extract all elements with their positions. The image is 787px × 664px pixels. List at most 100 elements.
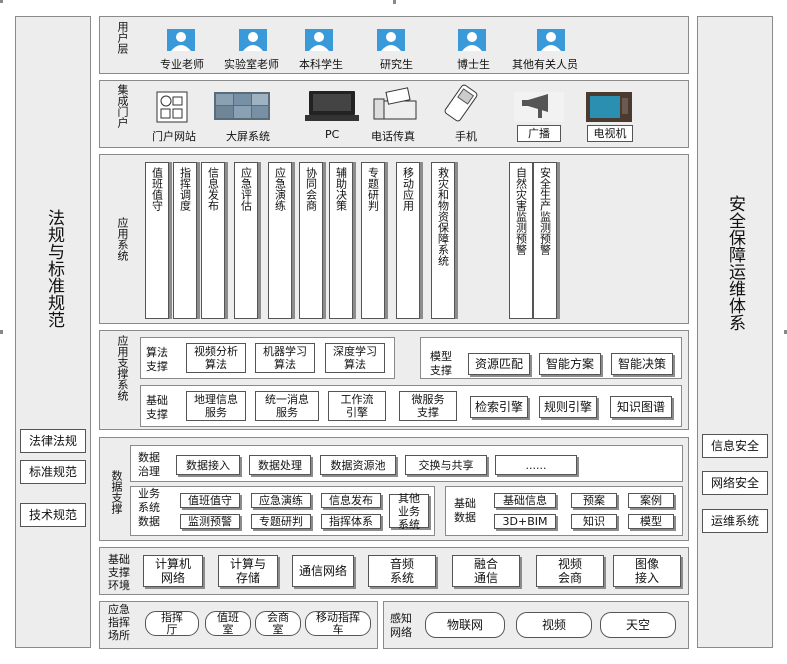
user-others: 其他有关人员 xyxy=(512,58,578,71)
infra-compute: 计算与存储 xyxy=(218,555,278,587)
app-layer: 应用系统 xyxy=(99,154,689,324)
infra-audio: 音频系统 xyxy=(368,555,436,587)
biz-drill: 应急演练 xyxy=(251,493,311,508)
crop-mark xyxy=(784,330,787,334)
portal-tv: 电视机 xyxy=(587,125,633,142)
gov-label: 数据治理 xyxy=(138,451,160,478)
app-analysis: 专题研判 xyxy=(361,162,385,319)
base-message: 统一消息服务 xyxy=(255,391,319,421)
venue-consult-room: 会商室 xyxy=(255,611,301,636)
base-workflow: 工作流引擎 xyxy=(328,391,386,421)
infra-fusion: 融合通信 xyxy=(452,555,520,587)
info-security-box: 信息安全 xyxy=(702,434,768,458)
app-drill: 应急演练 xyxy=(268,162,292,319)
portal-website: 门户网站 xyxy=(152,130,196,143)
portal-label: 集成门户 xyxy=(116,84,129,128)
base-rule: 规则引擎 xyxy=(539,396,597,418)
base-data-model: 模型 xyxy=(628,514,674,529)
app-assess: 应急评估 xyxy=(234,162,258,319)
biz-command: 指挥体系 xyxy=(321,514,381,529)
venue-label: 应急指挥场所 xyxy=(108,603,130,642)
crop-mark xyxy=(0,0,3,3)
fax-icon xyxy=(373,87,417,120)
venue-command-hall: 指挥厅 xyxy=(145,611,199,636)
venue-mobile-vehicle: 移动指挥车 xyxy=(305,611,371,636)
big-screen-icon xyxy=(214,92,270,120)
standard-box: 标准规范 xyxy=(20,460,86,484)
gov-process: 数据处理 xyxy=(249,455,311,475)
model-smart-plan: 智能方案 xyxy=(539,353,601,375)
user-teacher: 专业老师 xyxy=(160,58,204,71)
gov-ingest: 数据接入 xyxy=(176,455,240,475)
algo-video: 视频分析算法 xyxy=(186,343,246,373)
base-data-info: 基础信息 xyxy=(494,493,556,508)
infra-comm: 通信网络 xyxy=(292,555,354,587)
base-data-case: 案例 xyxy=(628,493,674,508)
user-layer-label: 用户层 xyxy=(116,21,129,54)
crop-mark xyxy=(393,0,396,4)
sensing-video: 视频 xyxy=(516,612,592,638)
portal-pc: PC xyxy=(325,128,340,141)
model-smart-decision: 智能决策 xyxy=(611,353,673,375)
infra-image: 图像接入 xyxy=(613,555,681,587)
app-label: 应用系统 xyxy=(116,217,129,261)
mobile-icon xyxy=(444,84,478,122)
tech-spec-box: 技术规范 xyxy=(20,503,86,527)
broadcast-icon xyxy=(514,92,564,122)
biz-analysis: 专题研判 xyxy=(251,514,311,529)
portal-website-icon xyxy=(156,91,188,123)
sensing-sky: 天空 xyxy=(600,612,676,638)
base-search: 检索引擎 xyxy=(470,396,528,418)
infra-network: 计算机网络 xyxy=(143,555,203,587)
infra-video: 视频会商 xyxy=(536,555,604,587)
app-production-safety: 安全生产监测预警 xyxy=(533,162,557,319)
pc-icon xyxy=(305,91,359,121)
base-data-plan: 预案 xyxy=(571,493,617,508)
base-data-bim: 3D+BIM xyxy=(494,514,556,529)
app-duty: 值班值守 xyxy=(145,162,169,319)
support-label: 应用支撑系统 xyxy=(116,335,129,401)
model-label: 模型支撑 xyxy=(430,350,452,377)
infra-label: 基础支撑环境 xyxy=(108,553,130,592)
algo-dl: 深度学习算法 xyxy=(325,343,385,373)
base-support-label: 基础支撑 xyxy=(146,394,168,421)
portal-broadcast: 广播 xyxy=(517,125,561,142)
network-security-box: 网络安全 xyxy=(702,471,768,495)
law-box: 法律法规 xyxy=(20,429,86,453)
security-panel: 安全保障运维体系 信息安全 网络安全 运维系统 xyxy=(697,16,773,648)
algo-ml: 机器学习算法 xyxy=(255,343,315,373)
user-graduate: 研究生 xyxy=(380,58,413,71)
gov-more: ...... xyxy=(495,455,577,475)
crop-mark xyxy=(0,330,3,334)
app-natural-disaster: 自然灾害监测预警 xyxy=(509,162,533,319)
tv-icon xyxy=(586,92,632,122)
user-lab-teacher: 实验室老师 xyxy=(224,58,279,71)
data-label: 数据支撑 xyxy=(110,470,123,514)
app-mobile: 移动应用 xyxy=(396,162,420,319)
regulation-title: 法规与标准规范 xyxy=(44,209,64,328)
base-data-label: 基础数据 xyxy=(454,497,476,524)
regulation-panel: 法规与标准规范 法律法规 标准规范 技术规范 xyxy=(15,16,91,648)
portal-big-screen: 大屏系统 xyxy=(226,130,270,143)
ops-system-box: 运维系统 xyxy=(702,509,768,533)
app-dispatch: 指挥调度 xyxy=(173,162,197,319)
biz-monitor: 监测预警 xyxy=(180,514,240,529)
user-phd: 博士生 xyxy=(457,58,490,71)
base-microservice: 微服务支撑 xyxy=(399,391,457,421)
app-decision: 辅助决策 xyxy=(329,162,353,319)
biz-other: 其他业务系统 xyxy=(389,492,429,531)
biz-duty: 值班值守 xyxy=(180,493,240,508)
portal-fax: 电话传真 xyxy=(371,130,415,143)
gov-pool: 数据资源池 xyxy=(320,455,396,475)
user-undergraduate: 本科学生 xyxy=(299,58,343,71)
biz-publish: 信息发布 xyxy=(321,493,381,508)
base-kg: 知识图谱 xyxy=(610,396,672,418)
sensing-iot: 物联网 xyxy=(425,612,505,638)
app-relief: 救灾和物资保障系统 xyxy=(431,162,455,319)
portal-icons xyxy=(156,84,632,123)
security-title: 安全保障运维体系 xyxy=(725,195,745,331)
venue-duty-room: 值班室 xyxy=(205,611,251,636)
app-consult: 协同会商 xyxy=(299,162,323,319)
gov-exchange: 交换与共享 xyxy=(405,455,487,475)
portal-mobile: 手机 xyxy=(455,130,477,143)
